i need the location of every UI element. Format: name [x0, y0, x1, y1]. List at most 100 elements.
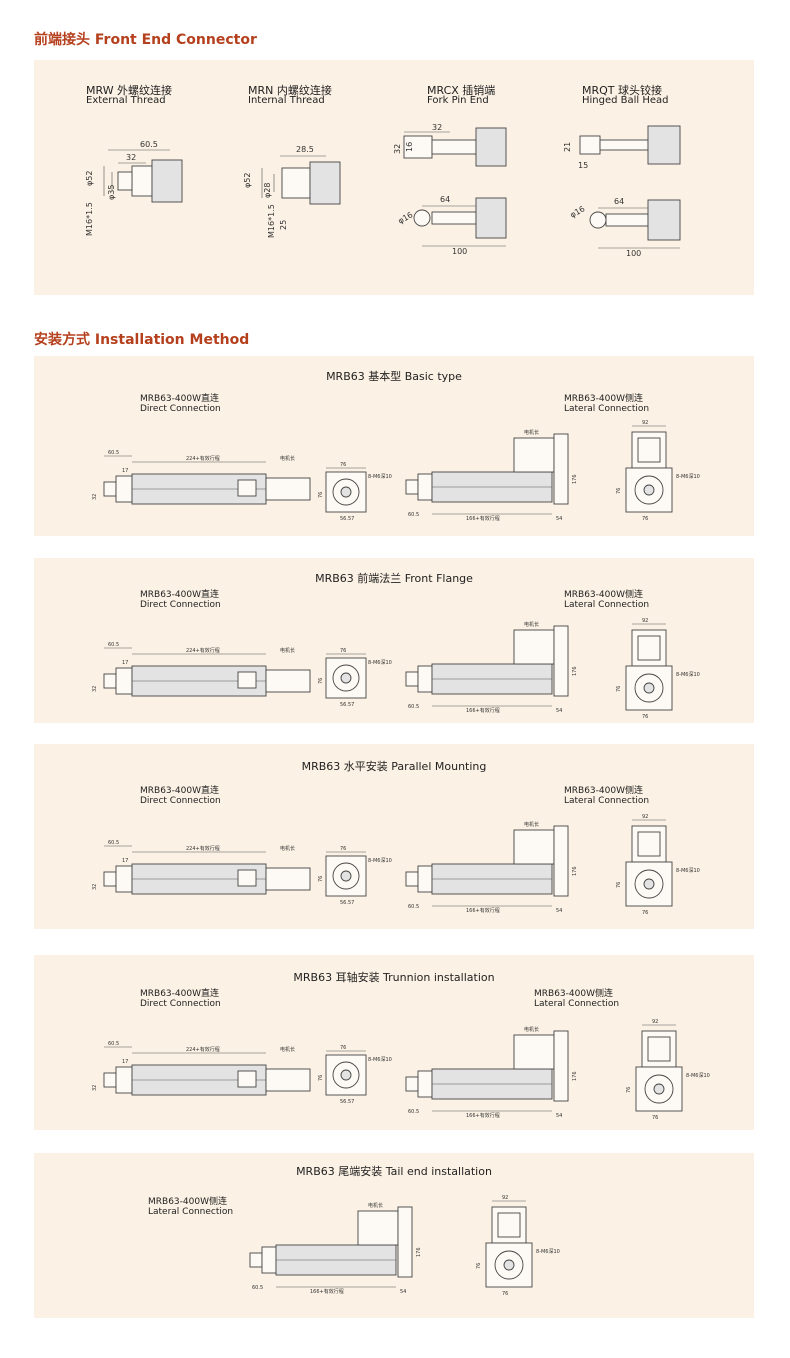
dim-label: 32: [92, 1085, 98, 1091]
slot-window: [237, 869, 257, 887]
dim-label: 56.57: [340, 1099, 354, 1105]
front-cap: [115, 1066, 133, 1094]
side-gearbox: [553, 1030, 569, 1102]
right-conn: Lateral Connection: [564, 600, 650, 610]
dim-label: 8-M6深10: [686, 1072, 710, 1079]
dim-label: 76: [616, 488, 622, 494]
dim-label: 76: [318, 876, 324, 882]
dim-label: 76: [626, 1087, 632, 1093]
dim-label: 54: [556, 908, 562, 914]
dim-label: 76: [340, 1045, 346, 1051]
dim-label: M16*1.5: [267, 204, 276, 238]
dim-label: 8-M6深10: [368, 473, 392, 480]
single-conn: Lateral Connection: [148, 1207, 234, 1217]
end-bore: [643, 878, 655, 890]
dim-label: 8-M6深10: [676, 671, 700, 678]
right-model: MRB63-400W侧连: [534, 989, 613, 999]
dim-label: 8-M6深10: [368, 857, 392, 864]
end-bore: [653, 1083, 665, 1095]
dim-label: M16*1.5: [85, 202, 94, 236]
dim-label: 76: [652, 1115, 658, 1121]
dim-label: 92: [502, 1195, 508, 1201]
dim-label: 60.5: [252, 1285, 263, 1291]
dim-label: 32: [432, 123, 442, 132]
connector-code-mrqt: MRQT 球头铰接: [582, 84, 663, 97]
end-bore: [340, 672, 352, 684]
dim-label: 76: [318, 678, 324, 684]
dim-label: 76: [502, 1291, 508, 1297]
left-conn: Direct Connection: [140, 999, 221, 1009]
left-conn: Direct Connection: [140, 796, 221, 806]
front-cap: [115, 865, 133, 893]
connector-code-mrw: MRW 外螺纹连接: [86, 84, 173, 97]
dim-label: 28.5: [296, 145, 314, 154]
right-model: MRB63-400W侧连: [564, 590, 643, 600]
front-cap: [417, 865, 433, 893]
dim-label: 60.5: [408, 704, 419, 710]
dim-label: 54: [400, 1289, 406, 1295]
dim-label: 76: [616, 882, 622, 888]
dim-label: 64: [614, 197, 624, 206]
front-cap: [261, 1246, 277, 1274]
actuator-drawing-direct: 60.517224+有效行程电机长32: [92, 450, 311, 505]
dim-label: 17: [122, 660, 128, 666]
end-bore: [340, 870, 352, 882]
dim-label: 224+有效行程: [186, 1046, 220, 1053]
rod-end: [103, 1072, 117, 1088]
dim-label: 166+有效行程: [466, 907, 500, 914]
dim-label: 60.5: [108, 450, 119, 456]
dim-label: 76: [616, 686, 622, 692]
dim-label: 32: [92, 686, 98, 692]
slot-window: [237, 1070, 257, 1088]
connector-name-mrcx: Fork Pin End: [427, 95, 489, 106]
dim-label: 92: [652, 1019, 658, 1025]
panel-title: MRB63 基本型 Basic type: [326, 370, 462, 383]
dim-label: 56.57: [340, 702, 354, 708]
side-motor: [513, 1034, 555, 1070]
panel-basic-type: MRB63 基本型 Basic type MRB63-400W直连 Direct…: [34, 356, 754, 536]
dim-label: 100: [452, 247, 467, 256]
dim-label: 176: [572, 666, 578, 676]
end-view-lateral: 92 76 8-M6深10 76: [626, 1019, 710, 1121]
motor-body: [265, 1068, 311, 1092]
side-gearbox: [553, 433, 569, 505]
motor-face: [637, 831, 661, 857]
dim-label: 100: [626, 249, 641, 258]
connector-panel: MRW 外螺纹连接 External Thread 60.5 32 φ52 φ3…: [34, 60, 754, 295]
dim-label: 60.5: [408, 1109, 419, 1115]
side-motor: [513, 437, 555, 473]
dim-label: 76: [340, 846, 346, 852]
left-model: MRB63-400W直连: [140, 590, 219, 600]
right-model: MRB63-400W侧连: [564, 786, 643, 796]
dim-label: 176: [572, 866, 578, 876]
dim-label: 32: [92, 884, 98, 890]
dim-label: 电机长: [524, 821, 539, 828]
dim-label: 176: [572, 474, 578, 484]
dim-label: 16: [405, 142, 414, 152]
dim-label: 60.5: [408, 512, 419, 518]
dim-label: 76: [642, 516, 648, 522]
section-title-installation-method: 安装方式 Installation Method: [34, 332, 250, 348]
end-view-direct: 76 76 8-M6深10 56.57: [318, 846, 392, 906]
dim-label: 60.5: [108, 642, 119, 648]
right-conn: Lateral Connection: [534, 999, 620, 1009]
side-gearbox: [553, 825, 569, 897]
dim-label: 76: [642, 910, 648, 916]
dim-label: 17: [122, 468, 128, 474]
dim-label: φ16: [397, 210, 415, 226]
dim-label: 8-M6深10: [676, 473, 700, 480]
dim-label: 76: [318, 492, 324, 498]
panel-title: MRB63 水平安装 Parallel Mounting: [301, 760, 487, 773]
motor-face: [637, 437, 661, 463]
dim-label: 电机长: [524, 1026, 539, 1033]
mrcx-drawing: 32 32 16 64 φ16 100: [393, 123, 507, 256]
left-conn: Direct Connection: [140, 600, 221, 610]
dim-label: 60.5: [108, 840, 119, 846]
dim-label: 56.57: [340, 900, 354, 906]
panel-front-flange: MRB63 前端法兰 Front Flange MRB63-400W直连 Dir…: [34, 558, 754, 723]
dim-label: 76: [642, 714, 648, 720]
